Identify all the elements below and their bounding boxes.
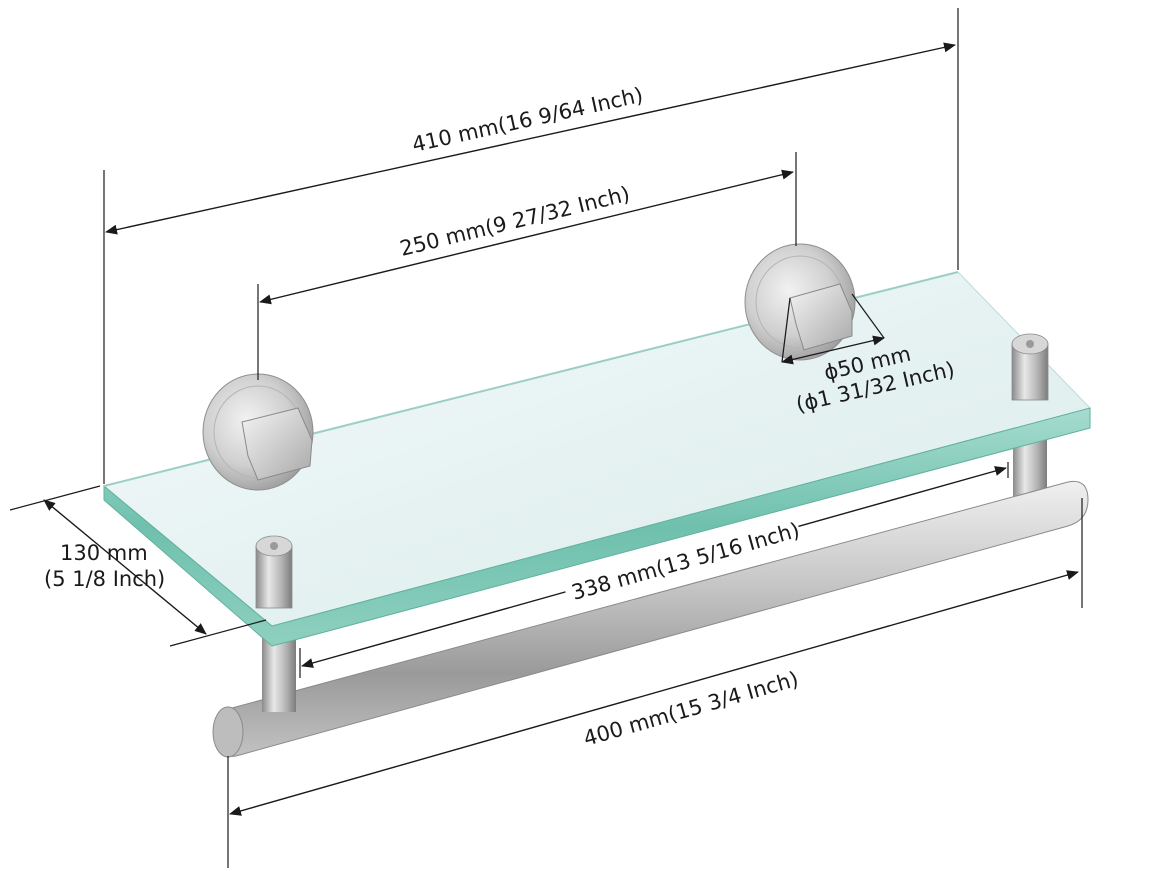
dim-line-depth (43, 499, 207, 635)
label-overall-length: 410 mm(16 9/64 Inch) (410, 83, 645, 157)
label-bar-overall-length: 400 mm(15 3/4 Inch) (581, 667, 801, 751)
label-mount-spacing: 250 mm(9 27/32 Inch) (398, 182, 633, 261)
post-cap-right (1011, 333, 1049, 401)
mount-clip-left (241, 407, 313, 481)
wall-mount-left (202, 373, 314, 491)
bar-end-cap (212, 706, 244, 758)
dim-line-bar-overall (229, 570, 1079, 816)
dim-line-overall-length (105, 42, 956, 235)
label-depth-in: (5 1/8 Inch) (44, 567, 165, 591)
post-cap-left (255, 535, 293, 609)
dim-line-mount-spacing (259, 169, 794, 305)
dim-line-mount-diameter (781, 335, 885, 365)
wall-mount-right (744, 243, 856, 361)
label-depth-mm: 130 mm (60, 541, 148, 565)
